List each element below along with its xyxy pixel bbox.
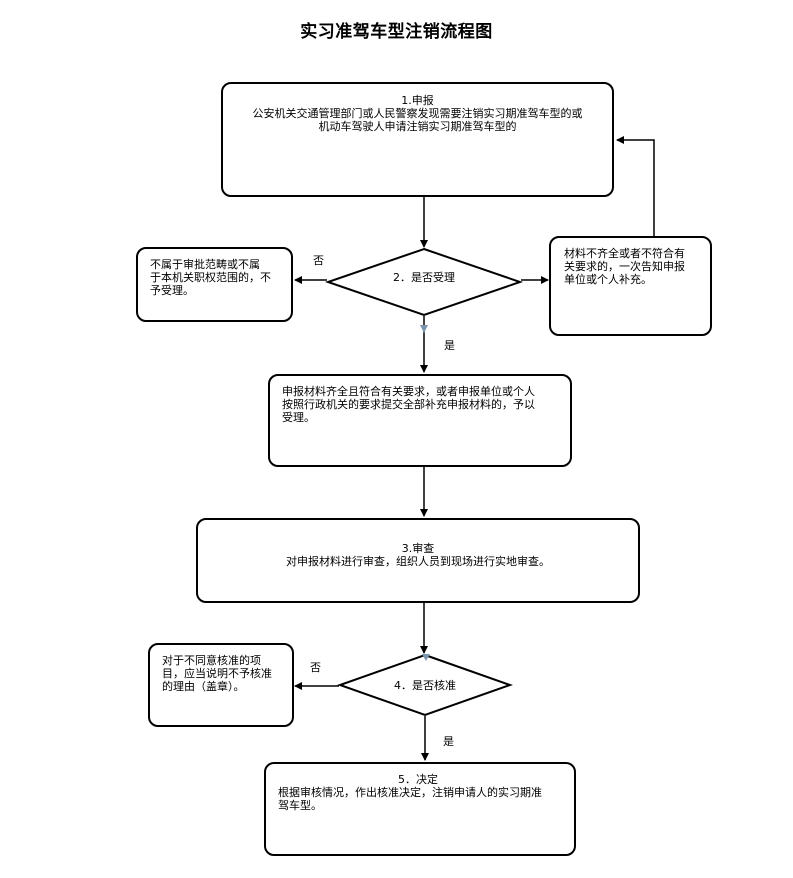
step1-box: 1.申报 公安机关交通管理部门或人民警察发现需要注销实习期准驾车型的或 机动车驾… — [221, 82, 614, 197]
step5-box: 5．决定 根据审核情况，作出核准决定，注销申请人的实习期准 驾车型。 — [264, 762, 576, 856]
step5-line1: 根据审核情况，作出核准决定，注销申请人的实习期准 — [278, 786, 542, 799]
step1-line2: 机动车驾驶人申请注销实习期准驾车型的 — [318, 120, 517, 133]
accept-box: 申报材料齐全且符合有关要求，或者申报单位或个人 按照行政机关的要求提交全部补充申… — [268, 374, 572, 467]
supplement-line3: 单位或个人补充。 — [564, 273, 652, 286]
step5-line2: 驾车型。 — [278, 799, 322, 812]
reject2-line3: 予受理。 — [150, 284, 194, 297]
accept-line2: 按照行政机关的要求提交全部补充申报材料的，予以 — [282, 398, 535, 411]
page-title: 实习准驾车型注销流程图 — [300, 22, 493, 42]
decision4-label: 4．是否核准 — [394, 679, 456, 692]
step1-title: 1.申报 — [401, 94, 434, 107]
yes-label-4: 是 — [443, 735, 454, 748]
step1-line1: 公安机关交通管理部门或人民警察发现需要注销实习期准驾车型的或 — [252, 107, 583, 120]
step3-title: 3.审查 — [401, 542, 435, 555]
supplement-line2: 关要求的，一次告知申报 — [564, 260, 685, 273]
reject4-line3: 的理由（盖章）。 — [162, 680, 245, 693]
reject4-line1: 对于不同意核准的项 — [162, 654, 261, 667]
reject2-box: 不属于审批范畴或不属 于本机关职权范围的，不 予受理。 — [136, 247, 293, 322]
supplement-box: 材料不齐全或者不符合有 关要求的，一次告知申报 单位或个人补充。 — [549, 236, 712, 336]
supplement-line1: 材料不齐全或者不符合有 — [564, 247, 685, 260]
yes-label-2: 是 — [444, 339, 455, 352]
accept-line1: 申报材料齐全且符合有关要求，或者申报单位或个人 — [282, 385, 535, 398]
accept-line3: 受理。 — [282, 411, 315, 424]
decision-diamond-4 — [336, 653, 514, 717]
step5-title: 5．决定 — [398, 773, 438, 786]
no-label-2: 否 — [313, 254, 324, 267]
no-label-4: 否 — [310, 661, 321, 674]
decision2-label: 2．是否受理 — [393, 271, 455, 284]
reject2-line1: 不属于审批范畴或不属 — [150, 258, 260, 271]
reject4-box: 对于不同意核准的项 目，应当说明不予核准 的理由（盖章）。 — [148, 643, 294, 727]
step3-line1: 对申报材料进行审查，组织人员到现场进行实地审查。 — [286, 555, 550, 568]
reject4-line2: 目，应当说明不予核准 — [162, 667, 272, 680]
decision-diamond-2 — [324, 247, 524, 317]
reject2-line2: 于本机关职权范围的，不 — [150, 271, 271, 284]
step3-box: 3.审查 对申报材料进行审查，组织人员到现场进行实地审查。 — [196, 518, 640, 603]
